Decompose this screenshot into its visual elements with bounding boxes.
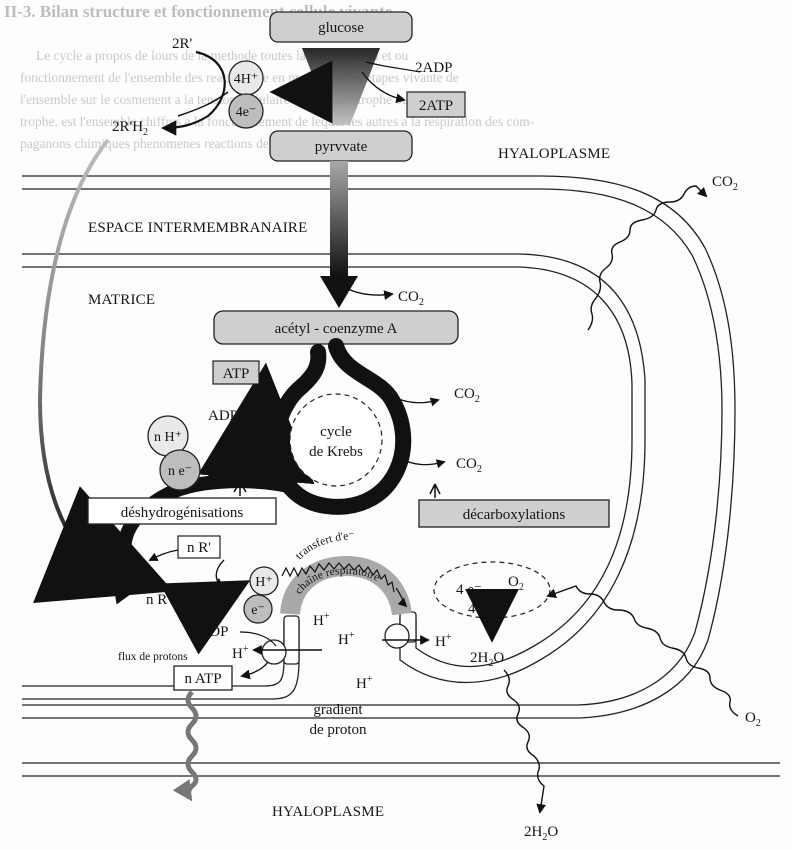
deshydrogenisations-box: [87, 497, 277, 525]
h-plus-circle-label: H⁺: [255, 575, 273, 590]
acetyl-coa-label: acétyl - coenzyme A: [275, 321, 398, 337]
hyaloplasme-bottom-label: HYALOPLASME: [272, 804, 384, 820]
adp-to-synthase-arrow: [239, 631, 277, 647]
flux-to-atp-arrow: [240, 661, 269, 680]
four-h-label: 4H⁺: [234, 72, 259, 87]
water-external-label: 2H2O: [524, 824, 558, 843]
two-atp-label: 2ATP: [419, 98, 453, 114]
pyruvate-stem: [330, 161, 348, 276]
n-atp-label: n ATP: [184, 671, 221, 687]
r-prime-arrow: [160, 50, 226, 136]
glycolysis-atp-arrow: [361, 71, 406, 104]
atp-export-wavy: [172, 690, 199, 802]
krebs-label-1: cycle: [320, 424, 352, 440]
two-rh2-label: 2R'H2: [112, 119, 148, 138]
atp-box: [212, 360, 260, 385]
n-e-circle: [159, 449, 201, 491]
co2-exit-wavy: [587, 185, 708, 331]
deshydrogenisations-label: déshydrogénisations: [121, 505, 244, 521]
rh2-to-chain-arrow: [159, 580, 251, 655]
h-plus-out-right: H+: [435, 632, 452, 650]
o2-label-matrix: O2: [508, 574, 524, 593]
pyruvate-label: pyrvvate: [315, 139, 368, 155]
h-to-r-arrow: [177, 91, 229, 117]
espace-intermembranaire-label: ESPACE INTERMEMBRANAIRE: [88, 220, 308, 236]
rh2-return-curl: [213, 559, 225, 588]
electron-to-o2-arrow: [395, 587, 408, 608]
n-r-label: n R': [187, 540, 211, 556]
decarboxylations-box: [418, 499, 610, 528]
two-atp-box: [406, 91, 466, 118]
n-rh2-label: n R'H2: [146, 592, 186, 611]
atp-synthase-left: [261, 615, 300, 665]
four-e-label: 4e⁻: [236, 105, 257, 120]
glucose-label: glucose: [318, 20, 364, 36]
co2-arrow-1: [345, 287, 394, 300]
decarboxylations-label: décarboxylations: [463, 507, 566, 523]
krebs-inner-circle: [289, 393, 383, 487]
h-plus-gradient: H+: [356, 674, 373, 692]
krebs-co2-label-2: CO2: [456, 456, 482, 475]
flux-protons-label: flux de protons: [118, 651, 188, 663]
hyaloplasme-top-label: HYALOPLASME: [498, 146, 610, 162]
water-label-matrix: 2H2O: [470, 650, 504, 669]
h-plus-inter-2: H+: [338, 630, 355, 648]
four-e-circle: [228, 93, 264, 129]
krebs-dehydro-branch: [33, 474, 298, 604]
four-e-label: 4 e⁻: [456, 582, 482, 598]
atp-label: ATP: [223, 366, 250, 382]
e-minus-circle-label: e⁻: [251, 603, 265, 618]
stem-arrowhead: [320, 276, 358, 308]
gradient-label-2: de proton: [309, 722, 367, 738]
krebs-co2-arrow-1: [395, 397, 440, 407]
glucose-box: [269, 11, 413, 43]
adp-krebs-arrow: [247, 388, 272, 415]
atp-synthase-right: [384, 611, 417, 649]
n-adp-label: n ADP: [188, 624, 228, 640]
matrice-label: MATRICE: [88, 292, 155, 308]
glycolysis-h-arrow: [269, 60, 333, 124]
adp-arrow: [365, 61, 421, 73]
water-exit-wavy: [503, 669, 547, 814]
plasma-membrane: [22, 762, 780, 777]
o2-external-label: O2: [745, 710, 761, 729]
h-plus-out-left: H+: [232, 644, 249, 662]
n-r-box: [177, 535, 221, 559]
co2-exit-label: CO2: [712, 174, 738, 193]
e-minus-circle: [243, 594, 273, 624]
h-plus-inter-1: H+: [313, 611, 330, 629]
two-adp-label: 2ADP: [415, 60, 453, 76]
n-r-return-arrow: [148, 549, 179, 561]
krebs-label-2: de Krebs: [309, 444, 363, 460]
two-r-label: 2R': [172, 36, 193, 52]
four-h-label-matrix: 4 H⁺: [468, 601, 498, 617]
decarbox-pointer: [429, 483, 441, 498]
dehydro-pointer: [233, 479, 247, 496]
glycolysis-cone: [302, 48, 380, 125]
co2-label-1: CO2: [398, 289, 424, 308]
krebs-co2-label-1: CO2: [454, 386, 480, 405]
n-atp-box: [173, 665, 233, 691]
h-plus-circle: [249, 566, 279, 596]
n-e-label: n e⁻: [168, 464, 192, 479]
o2-entry-wavy: [546, 585, 739, 717]
krebs-co2-arrow-2: [399, 457, 446, 469]
n-h-label: n H⁺: [154, 430, 182, 445]
gradient-label-1: gradient: [313, 702, 363, 718]
electron-zigzag: [281, 562, 395, 593]
adp-label: ADP: [208, 408, 238, 424]
